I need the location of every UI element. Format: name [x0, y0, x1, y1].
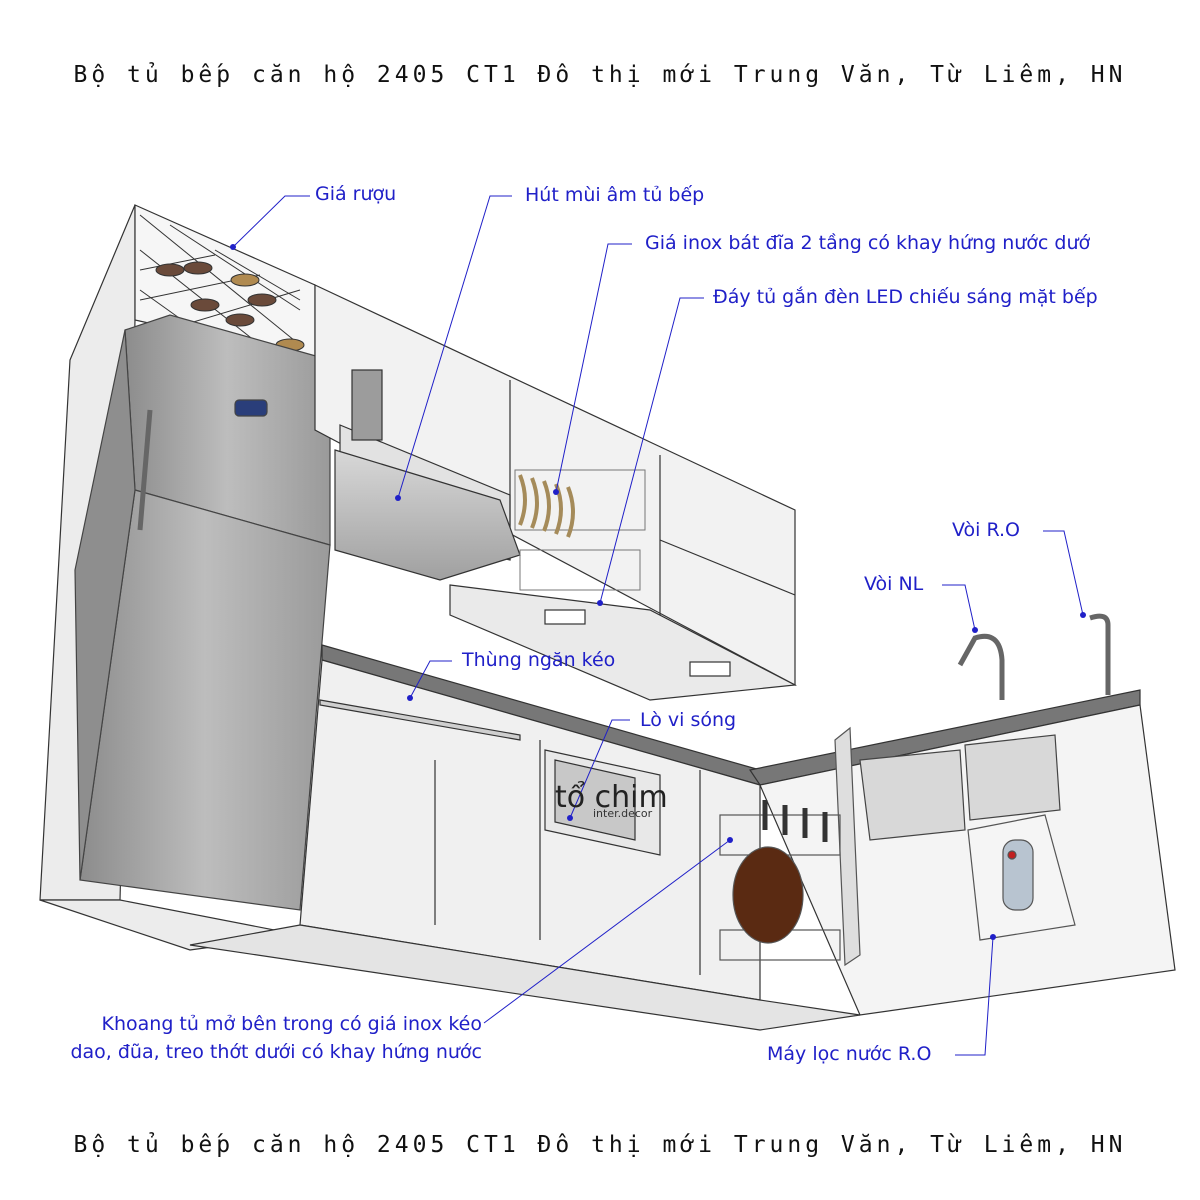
dish-rack — [514, 469, 646, 591]
refrigerator — [74, 314, 331, 911]
watermark-sub: inter.decor — [593, 807, 653, 820]
label-drawer-box: Thùng ngăn kéo — [462, 649, 616, 671]
range-hood — [334, 369, 521, 581]
label-wine-rack: Giá rượu — [315, 183, 397, 205]
label-ro-filter: Máy lọc nước R.O — [767, 1043, 932, 1065]
sinks — [859, 734, 1061, 841]
label-range-hood: Hút mùi âm tủ bếp — [525, 184, 705, 206]
page-title-top: Bộ tủ bếp căn hộ 2405 CT1 Đô thị mới Tru… — [73, 62, 1127, 88]
faucets — [957, 613, 1111, 700]
label-microwave: Lò vi sóng — [640, 709, 737, 731]
label-dish-rack: Giá inox bát đĩa 2 tầng có khay hứng nướ… — [645, 232, 1091, 254]
knife-rack — [719, 726, 861, 967]
label-knife-rack: Khoang tủ mở bên trong có giá inox kéo d… — [16, 1010, 482, 1066]
watermark-logo: tổ chim inter.decor — [555, 780, 668, 820]
leader-arrowheads — [230, 244, 1086, 940]
label-knife-rack-line1: Khoang tủ mở bên trong có giá inox kéo — [101, 1013, 482, 1035]
label-knife-rack-line2: dao, đũa, treo thớt dưới có khay hứng nư… — [70, 1041, 482, 1063]
microwave — [544, 749, 661, 856]
watermark-brand: tổ chim — [555, 780, 668, 815]
leader-lines — [232, 195, 1084, 1056]
page-title-bottom: Bộ tủ bếp căn hộ 2405 CT1 Đô thị mới Tru… — [73, 1132, 1127, 1158]
label-ro-faucet: Vòi R.O — [952, 519, 1020, 541]
label-led-cabinet: Đáy tủ gắn đèn LED chiếu sáng mặt bếp — [713, 286, 1098, 308]
ro-filter — [967, 814, 1076, 941]
label-main-faucet: Vòi NL — [864, 573, 924, 595]
